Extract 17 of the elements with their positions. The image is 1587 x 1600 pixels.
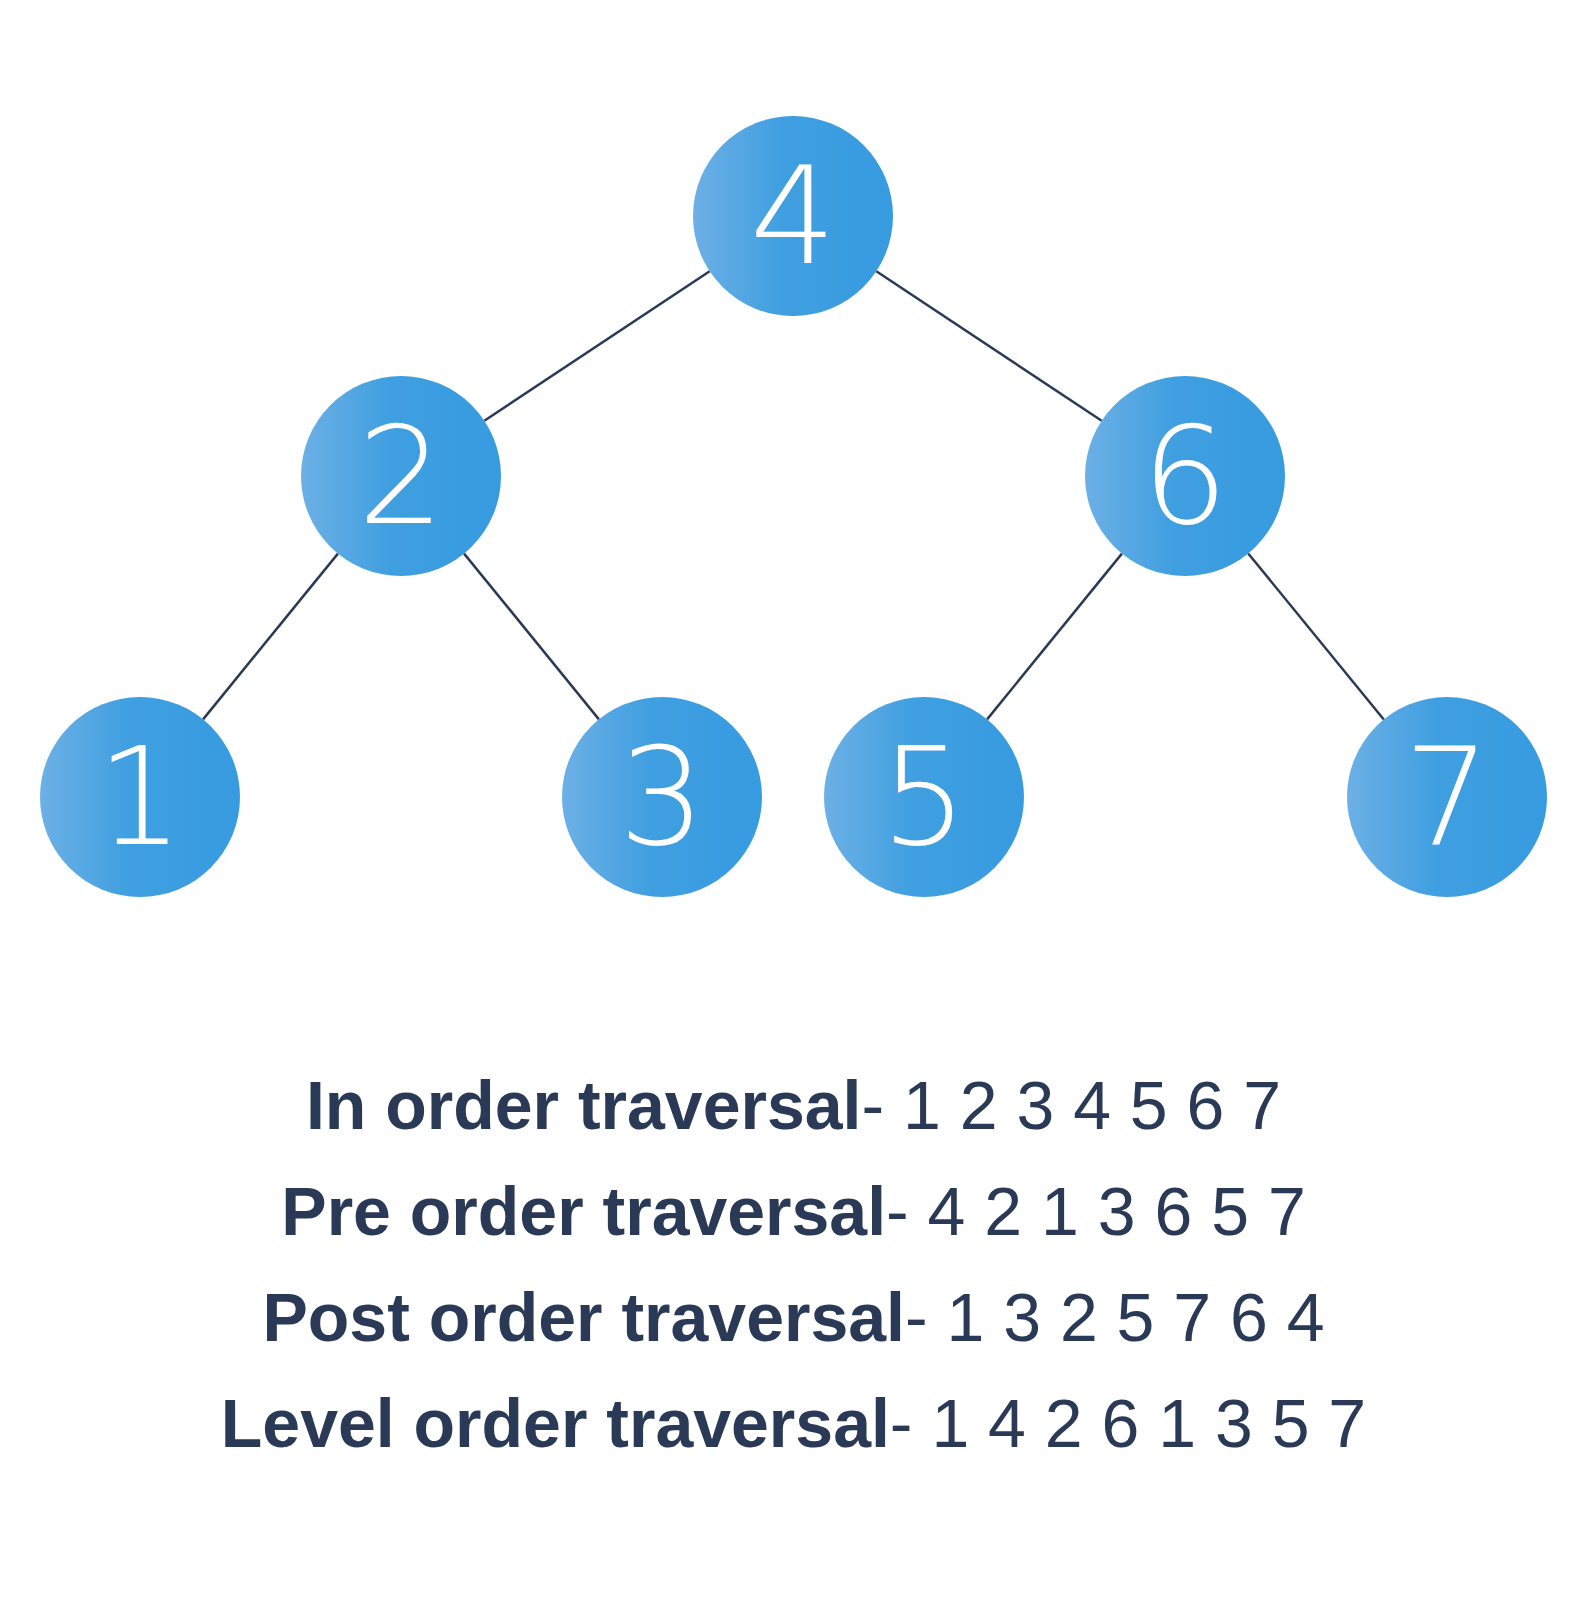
tree-edge-line (1247, 552, 1385, 721)
traversal-text: Post order traversal- 1 3 2 5 7 6 4 (261, 1278, 1326, 1357)
node-value: 2 (357, 408, 445, 544)
node-value: 4 (749, 148, 837, 284)
node-value: 5 (880, 729, 968, 865)
tree-edge-line (986, 552, 1123, 721)
traversal-text: In order traversal- 1 2 3 4 5 6 7 (304, 1066, 1283, 1145)
tree-edge-line (875, 270, 1103, 422)
node-value: 6 (1141, 408, 1229, 544)
traversal-text: Level order traversal- 1 4 2 6 1 3 5 7 (219, 1384, 1368, 1463)
node-value: 3 (618, 729, 706, 865)
tree-edge-line (483, 270, 711, 422)
node-value: 1 (96, 729, 184, 865)
traversal-text: Pre order traversal- 4 2 1 3 6 5 7 (280, 1172, 1307, 1251)
tree-edge-line (202, 552, 339, 721)
node-value: 7 (1403, 729, 1491, 865)
tree-edge-line (463, 552, 600, 721)
